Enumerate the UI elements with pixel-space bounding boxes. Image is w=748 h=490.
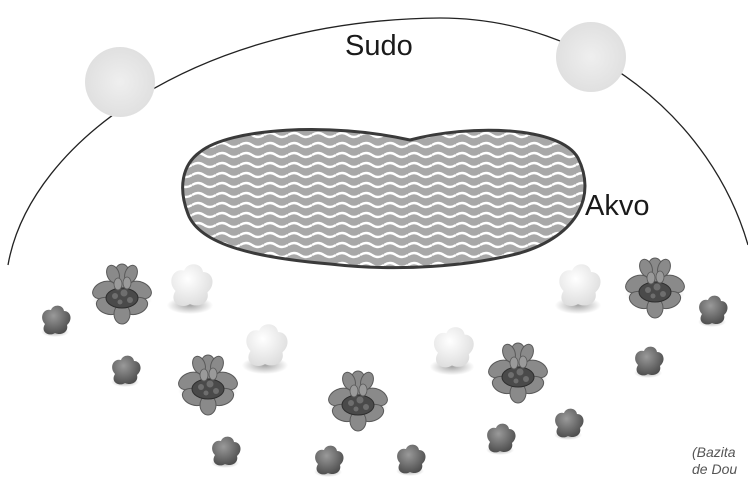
sun-right — [556, 22, 626, 92]
credit-line-1: (Bazita — [692, 444, 737, 461]
sky-label: Sudo — [345, 30, 413, 63]
credit-line-2: de Dou — [692, 461, 737, 478]
water-body — [183, 130, 585, 268]
light-stones — [167, 264, 601, 375]
water-label: Akvo — [585, 190, 649, 223]
credit-text: (Bazita de Dou — [692, 444, 737, 478]
dark-stones — [41, 296, 728, 477]
sun-left — [85, 47, 155, 117]
